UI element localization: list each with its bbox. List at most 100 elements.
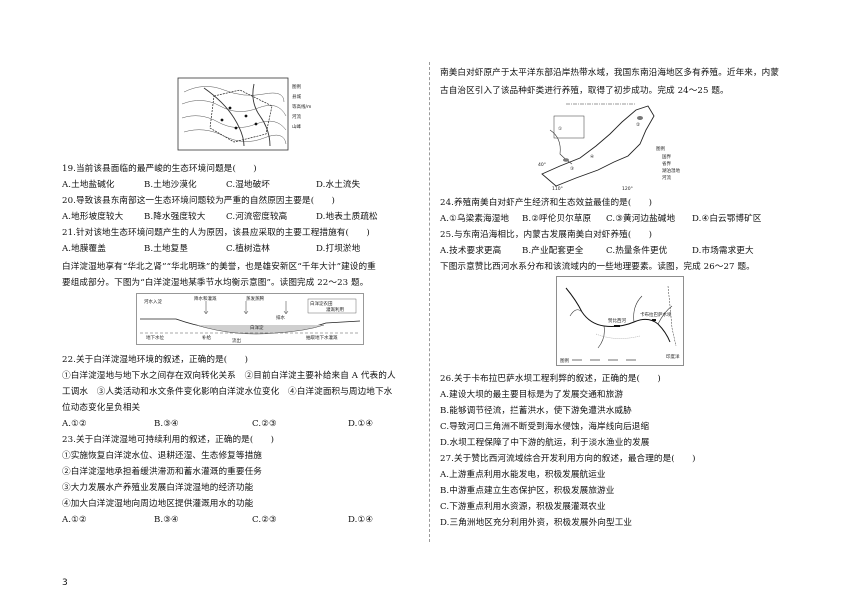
- q19-option-a[interactable]: A.土地盐碱化: [62, 180, 115, 190]
- q23-statement-3: ③大力发展水产养殖业发展白洋淀湿地的经济功能: [62, 483, 254, 493]
- svg-text:④: ④: [590, 154, 594, 160]
- fig3-lon-110: 110°: [552, 186, 563, 192]
- q22-statement-1: ①白洋淀湿地与地下水之间存在双向转化关系 ②目前白洋淀主要补给来自 A 代表的人: [62, 371, 396, 381]
- q24-options: A.①乌梁素海湿地 B.②呼伦贝尔草原 C.③黄河边盐碱地 D.④白云鄂博矿区: [440, 214, 761, 225]
- q20-stem: 20.导致该县东南部这一生态环境问题较为严重的自然原因主要是( ): [62, 196, 335, 206]
- fig3-legend-lake: 湖泊湿地: [662, 167, 680, 174]
- q21-option-a[interactable]: A.地膜覆盖: [62, 244, 106, 254]
- intro-24-line1: 南美白对虾原产于太平洋东部沿岸热带水域，我国东南沿海地区多有养殖。近年来，内蒙: [440, 68, 780, 78]
- fig2-label-inflow: 河水入淀: [144, 298, 162, 305]
- fig3-legend-border: 国界: [662, 154, 671, 160]
- q27-option-a[interactable]: A.上游重点利用水能发电，积极发展航运业: [440, 470, 606, 480]
- q23-statement-4: ④加大白洋淀湿地向周边地区提供灌溉用水的功能: [62, 499, 254, 509]
- fig3-legend-title: 图例: [656, 145, 665, 152]
- q22-option-d[interactable]: D.①④: [348, 419, 374, 429]
- intro-26: 下图示意赞比西河水系分布和该流域内的一些地理要素。读图，完成 26～27 题。: [440, 262, 755, 272]
- fig3-legend-province: 省界: [662, 160, 671, 167]
- q25-stem: 25.与东南沿海相比，内蒙古发展南美白对虾养殖( ): [440, 230, 653, 240]
- fig2-label-groundwater-pumping: 抽取地下水灌溉: [306, 334, 338, 341]
- fig1-legend-river: 河流: [292, 113, 301, 120]
- fig2-label-irrigation-use: 灌溉利用: [326, 306, 344, 313]
- q21-stem: 21.针对该地生态环境问题产生的人为原因，该县应采取的主要工程措施有( ): [62, 228, 370, 238]
- q23-options: A.①② B.③④ C.②③ D.①④: [62, 515, 373, 526]
- q20-options: A.地形坡度较大 B.降水强度较大 C.河流密度较高 D.地表土质疏松: [62, 212, 378, 223]
- q27-option-c[interactable]: C.下游重点利用水资源，积极发展灌溉农业: [440, 502, 606, 512]
- fig1-legend-peak: 山峰: [292, 123, 301, 130]
- q23-option-d[interactable]: D.①④: [348, 515, 374, 525]
- baiyangdian-water-balance-diagram: 河水入淀 降水和灌溉 蒸发蒸腾 白洋淀农田 排水 白洋淀 灌溉利用 地下水位 补…: [136, 293, 364, 345]
- fig2-label-farmland: 白洋淀农田: [310, 300, 333, 307]
- q26-option-b[interactable]: B.能够调节径流，拦蓄洪水，使下游免遭洪水威胁: [440, 406, 632, 416]
- county-contour-map: 图例 县城 等高线/m 河流 山峰: [174, 72, 324, 154]
- q25-option-a[interactable]: A.技术要求更高: [440, 246, 502, 256]
- q22-statement-3: 位动态变化呈负相关: [62, 403, 141, 413]
- q23-statement-2: ②白洋淀湿地承担着缓洪滞沥和蓄水灌溉的重要任务: [62, 467, 262, 477]
- q24-option-b[interactable]: B.②呼伦贝尔草原: [522, 214, 592, 224]
- fig3-lon-120: 120°: [622, 186, 633, 192]
- q25-options: A.技术要求更高 B.产业配套更全 C.热量条件更优 D.市场需求更大: [440, 246, 754, 257]
- q23-stem: 23.关于白洋淀湿地可持续利用的叙述，正确的是( ): [62, 435, 275, 445]
- fig2-label-evaporation: 蒸发蒸腾: [246, 295, 264, 302]
- q19-option-d[interactable]: D.水土流失: [316, 180, 361, 190]
- q20-option-c[interactable]: C.河流密度较高: [226, 212, 288, 222]
- q21-options: A.地膜覆盖 B.土地复垦 C.植树造林 D.打坝淤地: [62, 244, 360, 255]
- q21-option-b[interactable]: B.土地复垦: [144, 244, 189, 254]
- q22-option-b[interactable]: B.③④: [154, 419, 179, 429]
- page-number: 3: [62, 578, 68, 588]
- q27-option-b[interactable]: B.中游重点建立生态保护区，积极发展旅游业: [440, 486, 615, 496]
- q22-stem: 22.关于白洋淀湿地环境的叙述，正确的是( ): [62, 355, 249, 365]
- svg-text:①: ①: [558, 126, 562, 132]
- q22-option-c[interactable]: C.②③: [252, 419, 277, 429]
- q25-option-d[interactable]: D.市场需求更大: [692, 246, 754, 256]
- q20-option-a[interactable]: A.地形坡度较大: [62, 212, 124, 222]
- fig3-lat-40: 40°: [538, 162, 546, 168]
- q19-option-c[interactable]: C.湿地破坏: [226, 180, 270, 190]
- fig4-legend-title: 图例: [560, 357, 569, 364]
- fig2-label-recharge: 补给: [202, 334, 211, 341]
- fig4-label-zambezi: 赞比西河: [608, 317, 626, 324]
- q22-statement-2: 工调水 ③人类活动和水文条件变化影响白洋淀水位变化 ④白洋淀面积与周边地下水: [62, 387, 393, 397]
- q19-options: A.土地盐碱化 B.土地沙漠化 C.湿地破坏 D.水土流失: [62, 180, 360, 191]
- fig3-legend-river: 河流: [662, 174, 671, 181]
- fig2-label-drainage: 排水: [276, 314, 285, 321]
- q24-stem: 24.养殖南美白对虾产生经济和生态效益最佳的是( ): [440, 198, 653, 208]
- q20-option-b[interactable]: B.降水强度较大: [144, 212, 206, 222]
- q25-option-b[interactable]: B.产业配套更全: [522, 246, 584, 256]
- q24-option-d[interactable]: D.④白云鄂博矿区: [692, 214, 762, 224]
- fig1-legend-contour: 等高线/m: [292, 103, 311, 110]
- q26-stem: 26.关于卡布拉巴萨水坝工程利弊的叙述，正确的是( ): [440, 374, 661, 384]
- inner-mongolia-map: ① ② ③ ④ 图例 国界 省界 湖泊湿地 河流 40° 110° 120°: [536, 100, 686, 192]
- zambezi-river-map: 卡布拉巴萨水坝 印度洋 赞比西河 图例: [556, 276, 684, 366]
- intro-24-line2: 古自治区引入了该品种虾类进行养殖，取得了初步成功。完成 24～25 题。: [440, 86, 729, 96]
- q19-stem: 19.当前该县面临的最严峻的生态环境问题是( ): [62, 164, 257, 174]
- fig2-label-water-table: 地下水位: [146, 334, 164, 341]
- q21-option-d[interactable]: D.打坝淤地: [316, 244, 361, 254]
- q19-option-b[interactable]: B.土地沙漠化: [144, 180, 197, 190]
- q23-option-b[interactable]: B.③④: [154, 515, 179, 525]
- fig2-label-outflow: 流出: [232, 337, 241, 344]
- q23-option-c[interactable]: C.②③: [252, 515, 277, 525]
- q23-statement-1: ①实施恢复白洋淀水位、退耕还湿、生态修复等措施: [62, 451, 262, 461]
- q27-option-d[interactable]: D.三角洲地区充分利用外资，积极发展外向型工业: [440, 518, 633, 528]
- q26-option-c[interactable]: C.导致河口三角洲不断受到海水侵蚀，海岸线向后退缩: [440, 422, 650, 432]
- q24-option-a[interactable]: A.①乌梁素海湿地: [440, 214, 510, 224]
- q21-option-c[interactable]: C.植树造林: [226, 244, 270, 254]
- q23-option-a[interactable]: A.①②: [62, 515, 87, 525]
- fig2-label-baiyangdian: 白洋淀: [250, 324, 264, 331]
- q22-option-a[interactable]: A.①②: [62, 419, 87, 429]
- fig4-label-indian-ocean: 印度洋: [666, 353, 680, 360]
- q24-option-c[interactable]: C.③黄河边盐碱地: [606, 214, 676, 224]
- q22-options: A.①② B.③④ C.②③ D.①④: [62, 419, 373, 430]
- q26-option-a[interactable]: A.建设大坝的最主要目标是为了发展交通和旅游: [440, 390, 624, 400]
- q25-option-c[interactable]: C.热量条件更优: [606, 246, 668, 256]
- fig1-legend-title: 图例: [292, 83, 301, 90]
- column-divider: [429, 62, 430, 542]
- intro-22-line1: 白洋淀湿地享有“华北之肾”“华北明珠”的美誉，也是雄安新区“千年大计”建设的重: [62, 262, 376, 272]
- q20-option-d[interactable]: D.地表土质疏松: [316, 212, 378, 222]
- q27-stem: 27.关于赞比西河流域综合开发利用方向的叙述，最合理的是( ): [440, 454, 696, 464]
- fig2-label-rain-irrigation: 降水和灌溉: [194, 295, 217, 302]
- q26-option-d[interactable]: D.水坝工程保障了中下游的航运，利于淡水渔业的发展: [440, 438, 650, 448]
- fig4-label-dam: 卡布拉巴萨水坝: [640, 311, 672, 318]
- fig1-legend-county: 县城: [292, 93, 301, 100]
- svg-text:②: ②: [636, 122, 640, 128]
